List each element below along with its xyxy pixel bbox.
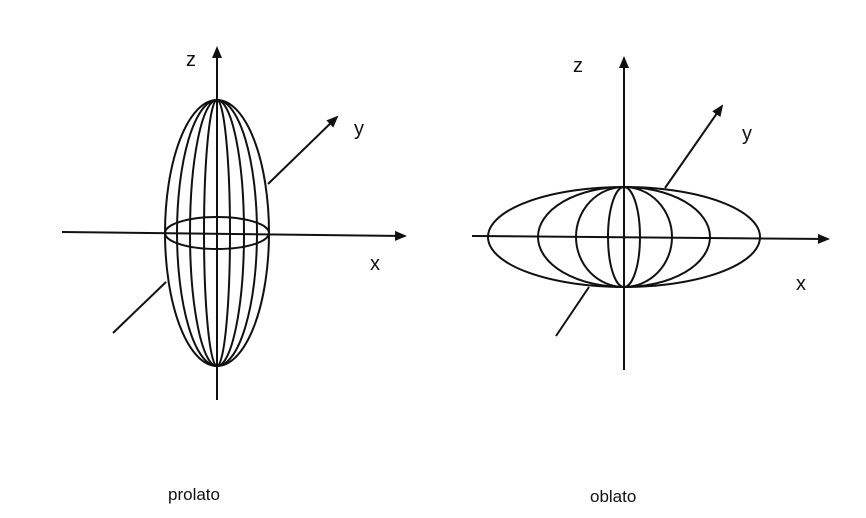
- prolate-y-label: y: [354, 118, 364, 140]
- oblate-z-label: z: [573, 55, 583, 77]
- oblate-x-axis: [471, 233, 830, 244]
- oblate-figure: [471, 56, 830, 370]
- prolate-x-axis: [61, 230, 407, 241]
- prolate-z-label: z: [186, 49, 196, 71]
- oblate-y-axis-back: [664, 104, 724, 189]
- prolate-x-label: x: [370, 253, 380, 275]
- oblate-y-label: y: [742, 123, 752, 145]
- prolate-y-axis-back: [267, 115, 339, 185]
- oblate-meridian: [607, 186, 641, 288]
- prolate-figure: [61, 46, 407, 400]
- oblate-x-label: x: [796, 273, 806, 295]
- prolate-y-axis-front: [112, 281, 167, 334]
- prolate-equator: [164, 216, 270, 250]
- prolate-caption: prolato: [168, 485, 220, 504]
- prolate-meridian: [203, 99, 231, 367]
- oblate-y-axis-front: [555, 286, 590, 337]
- oblate-caption: oblato: [590, 487, 636, 506]
